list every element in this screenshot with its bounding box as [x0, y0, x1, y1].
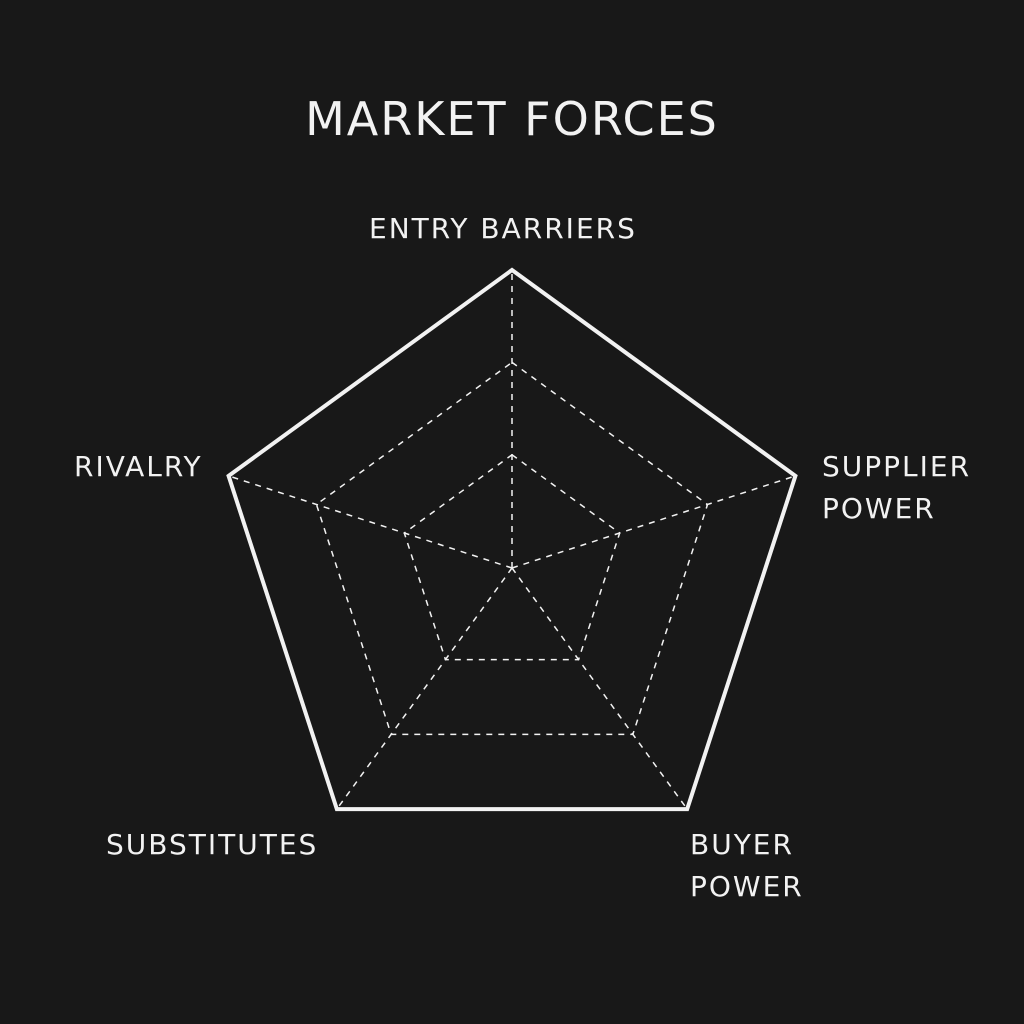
grid-ring [403, 453, 621, 661]
axis-spoke [336, 567, 513, 810]
grid-ring [315, 361, 709, 736]
axis-label-rivalry: RIVALRY [74, 450, 203, 483]
axis-label-supplier-power: SUPPLIER POWER [822, 450, 972, 525]
axis-label-entry-barriers: ENTRY BARRIERS [369, 212, 637, 245]
chart-title: MARKET FORCES [305, 92, 719, 146]
axis-label-buyer-power: BUYER POWER [690, 828, 804, 903]
outer-pentagon [226, 267, 798, 812]
axis-spoke [511, 567, 688, 810]
axis-label-substitutes: SUBSTITUTES [106, 828, 319, 861]
axis-spoke [511, 475, 796, 569]
axis-spoke [228, 475, 513, 569]
